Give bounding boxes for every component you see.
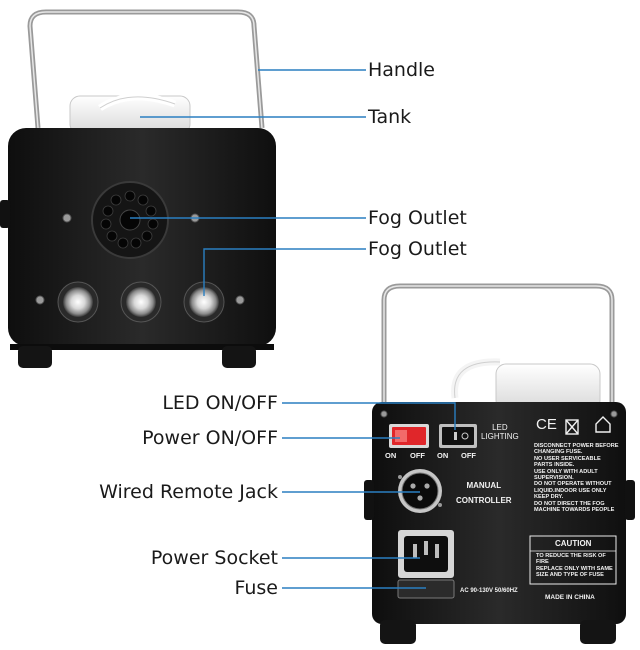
warning-line: CHANGING FUSE. bbox=[534, 449, 583, 456]
callout-line-fog-outlet-2 bbox=[203, 248, 366, 296]
caution-line: FIRE bbox=[536, 559, 549, 566]
label-fog-outlet-1: Fog Outlet bbox=[368, 207, 467, 229]
made-in-label: MADE IN CHINA bbox=[545, 594, 595, 601]
label-led-on-off: LED ON/OFF bbox=[162, 392, 278, 414]
label-handle: Handle bbox=[368, 59, 436, 81]
caution-text-block: TO REDUCE THE RISK OF FIRE REPLACE ONLY … bbox=[536, 553, 613, 579]
power-socket[interactable] bbox=[398, 530, 454, 578]
warning-line: LIQUID.INDOOR USE ONLY bbox=[534, 487, 607, 494]
label-tank: Tank bbox=[368, 106, 412, 128]
led-off-text: OFF bbox=[461, 451, 476, 460]
ce-mark: CE bbox=[536, 416, 557, 433]
callout-lines bbox=[130, 69, 456, 589]
callout-line-led bbox=[282, 402, 456, 430]
front-machine bbox=[0, 9, 276, 368]
warning-line: SUPERVISION. bbox=[534, 475, 574, 482]
label-power-socket: Power Socket bbox=[150, 547, 278, 569]
warning-line: PARTS INSIDE. bbox=[534, 462, 575, 469]
manual-controller-label: MANUAL CONTROLLER bbox=[456, 481, 512, 505]
caution-line: REPLACE ONLY WITH SAME bbox=[536, 565, 613, 572]
warning-line: DO NOT OPERATE WITHOUT bbox=[534, 481, 612, 488]
warning-line: USE ONLY WITH ADULT bbox=[534, 468, 598, 475]
caution-box bbox=[529, 535, 617, 585]
led-lighting-label: LED LIGHTING bbox=[481, 423, 519, 441]
warning-line: DISCONNECT POWER BEFORE bbox=[534, 443, 619, 449]
caution-title: CAUTION bbox=[555, 539, 592, 548]
label-fog-outlet-2: Fog Outlet bbox=[368, 238, 467, 260]
rear-machine bbox=[364, 283, 635, 644]
led-on-text: ON bbox=[437, 451, 449, 460]
certification-marks bbox=[565, 416, 611, 435]
warning-line: KEEP DRY. bbox=[534, 494, 564, 501]
power-on-text: ON bbox=[385, 451, 397, 460]
warning-line: NO USER SERVICEABLE bbox=[534, 455, 601, 462]
label-wired-remote-jack: Wired Remote Jack bbox=[99, 481, 278, 503]
wired-remote-jack[interactable] bbox=[398, 469, 442, 513]
power-off-text: OFF bbox=[410, 451, 425, 460]
warning-line: DO NOT DIRECT THE FOG bbox=[534, 500, 605, 507]
label-fuse: Fuse bbox=[234, 577, 278, 599]
warning-text-block: DISCONNECT POWER BEFORE CHANGING FUSE. N… bbox=[534, 443, 619, 513]
warning-line: MACHINE TOWARDS PEOPLE bbox=[534, 507, 615, 514]
caution-line: TO REDUCE THE RISK OF bbox=[536, 553, 606, 559]
front-led-lights bbox=[57, 281, 225, 323]
voltage-rating: AC 90-130V 50/60HZ bbox=[460, 588, 518, 594]
label-power-on-off: Power ON/OFF bbox=[142, 427, 278, 449]
fuse-holder[interactable] bbox=[397, 579, 455, 599]
caution-line: SIZE AND TYPE OF FUSE bbox=[536, 572, 604, 579]
